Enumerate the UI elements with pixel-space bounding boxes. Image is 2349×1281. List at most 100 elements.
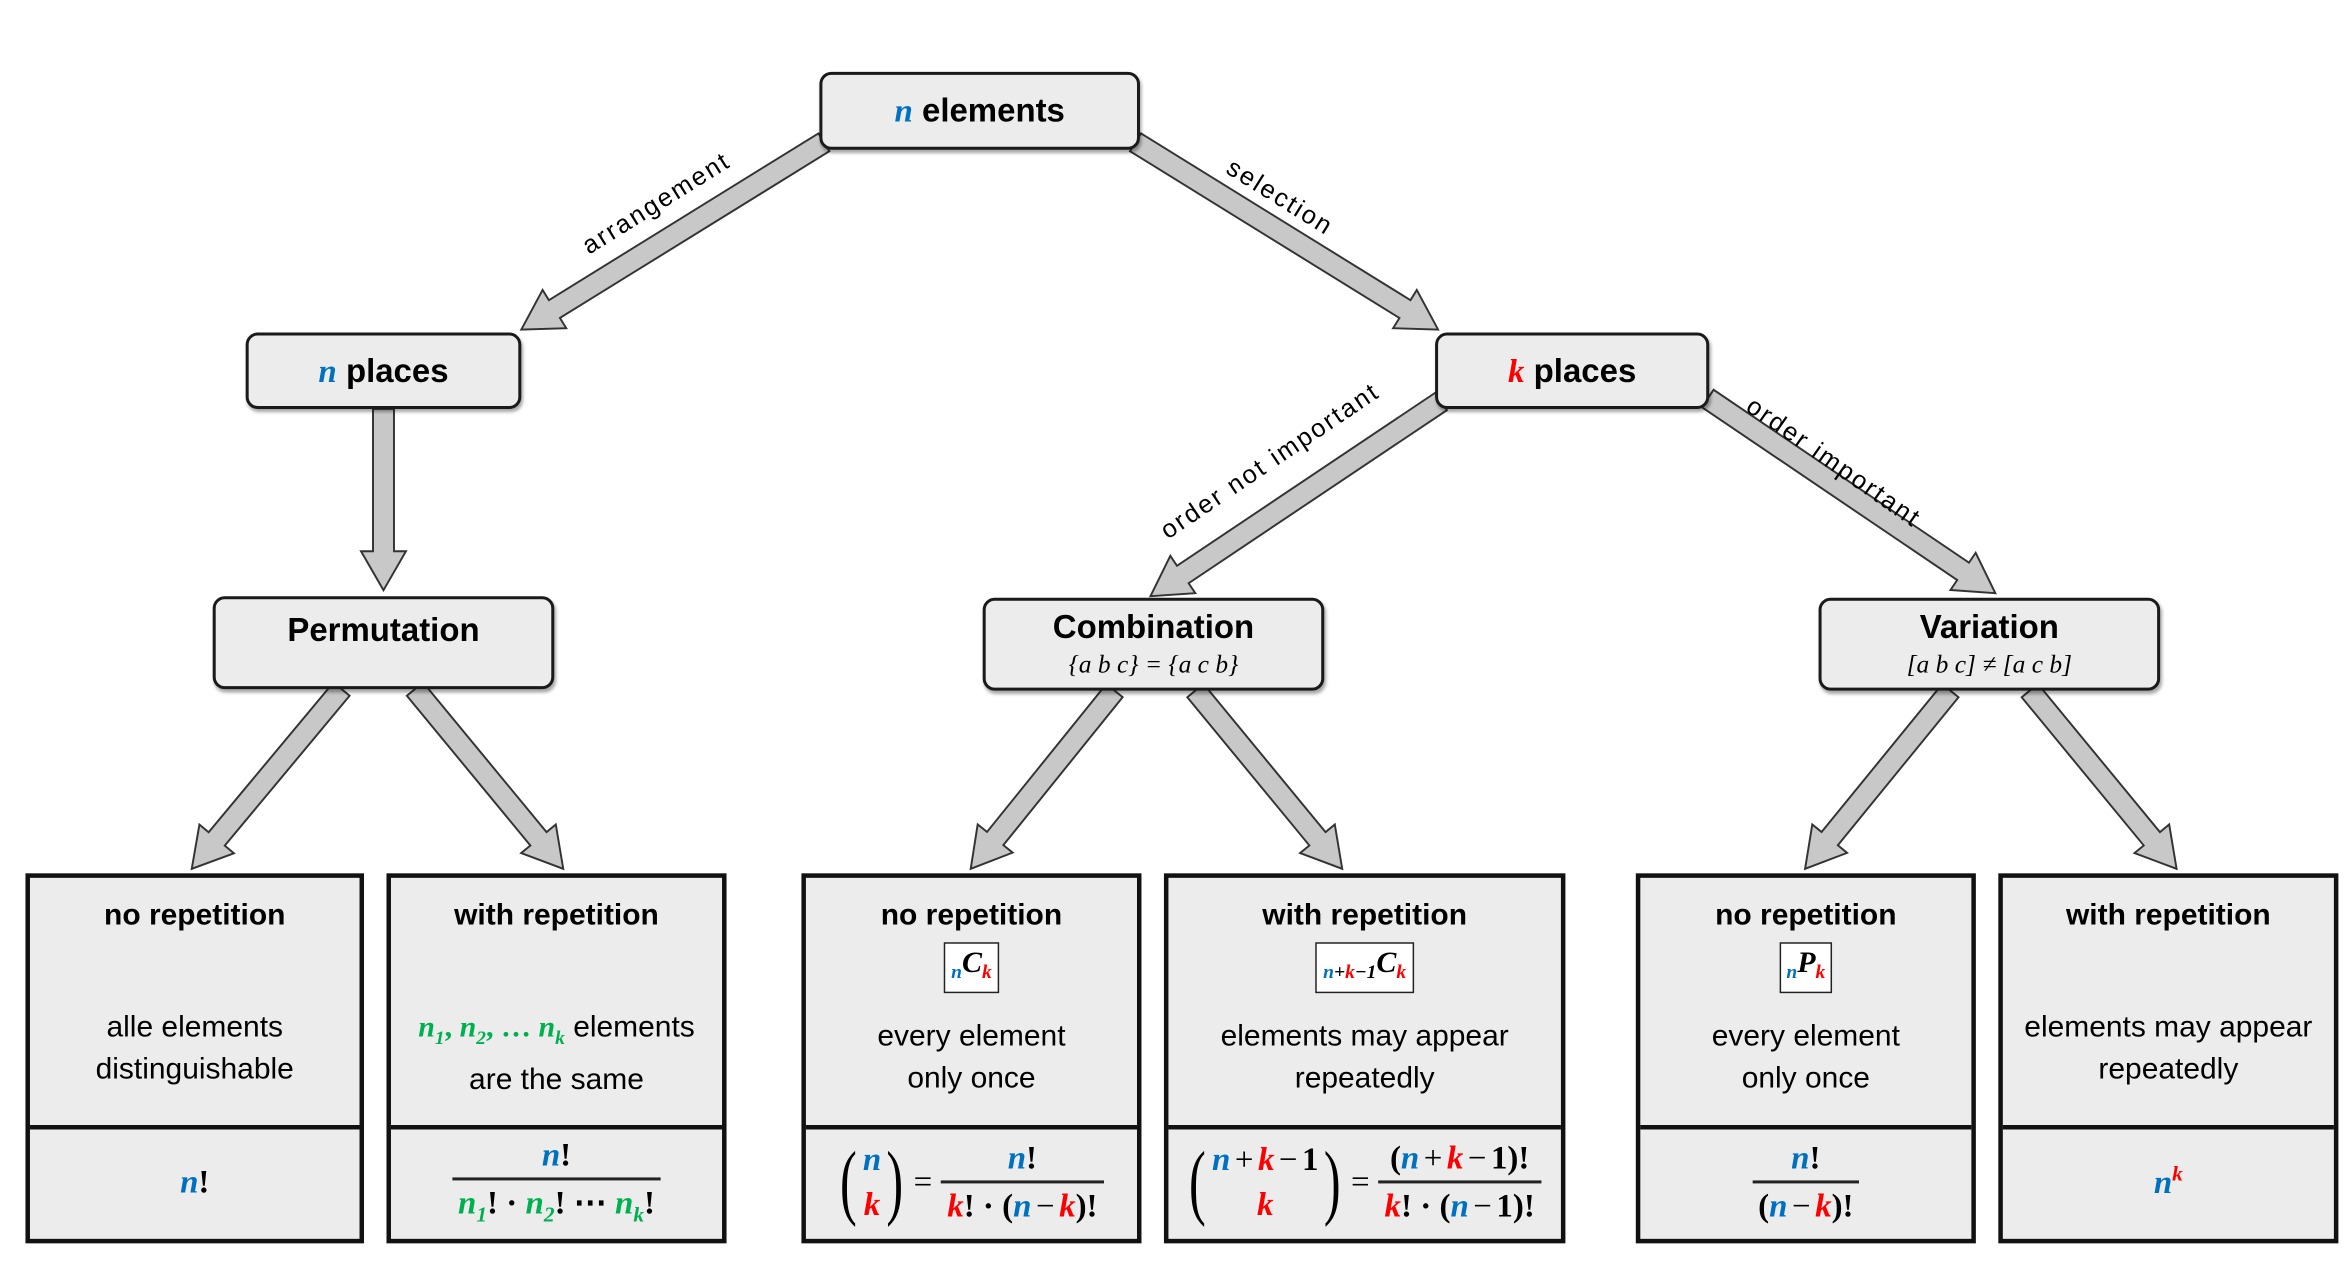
binomial-top: n+k−1 [1212,1137,1318,1182]
description-line: repeatedly [2003,1049,2334,1091]
node-subtitle: [a b c] ≠ [a c b] [1906,650,2073,679]
math-token: = [913,1162,933,1200]
math-token: n1 [457,1183,488,1228]
math-token: n [1769,1186,1788,1224]
arrow-comb-no-rep [969,682,1125,871]
math-token: n [951,960,962,983]
math-token: k [1345,960,1355,983]
description-text: every element only once [806,1016,1137,1100]
arrow-perm-with-rep [405,681,565,871]
cell-formula: nk [2003,1125,2334,1239]
arrow-selection [1128,132,1440,331]
math-token: C [1376,946,1397,980]
description-line: alle elements [30,1007,360,1049]
math-token: n2 [459,1011,487,1049]
node-subtitle: {a b c} = {a c b} [1068,650,1239,679]
notation-box: n+k−1Ck [1315,942,1414,994]
math-token: k [1815,960,1826,983]
arrow-order-important [1700,388,1997,595]
math-token: k [1446,1138,1464,1176]
description-words: only once [907,1062,1036,1096]
node-title: Combination [1052,608,1255,646]
math-token: k [1384,1186,1402,1224]
math-token: n [180,1162,199,1200]
math-token: nk [614,1183,645,1228]
math-token: k [863,1184,881,1223]
subscript: 2 [476,1026,487,1049]
description-words: every element [877,1020,1066,1054]
denominator: (n−k)! [1752,1180,1860,1225]
description-line: elements may appear [2003,1007,2334,1049]
node-title: Permutation [287,611,480,649]
left-paren: ( [840,1135,858,1229]
numerator: (n+k−1)! [1384,1138,1535,1180]
math-token: nk [538,1011,565,1049]
math-token: − [1278,1139,1298,1178]
description-text: elements may appear repeatedly [1168,1016,1560,1100]
description-text: n1, n2, … nk elements are the same [391,1007,722,1101]
cell-title: no repetition [880,898,1063,932]
math-token: k [1257,1139,1275,1178]
math-token: n [1400,1138,1420,1176]
math-token: n [1786,960,1798,983]
math-token: )! [1075,1186,1098,1224]
denominator: n1! · n2! ⋯ nk! [451,1177,662,1229]
math-token: ! [1809,1138,1821,1176]
math-token: ( [1758,1186,1770,1224]
cell-title: with repetition [2065,898,2271,932]
math-token: n [1323,960,1335,983]
binomial-bottom: k [864,1182,880,1227]
math-token: n [1013,1186,1032,1224]
arrow-var-no-rep [1803,682,1960,871]
math-token: n [862,1139,882,1178]
node-k-places: k places [1435,332,1710,409]
notation-box: nPk [1778,942,1833,994]
var-n: n [894,91,913,129]
description-words: elements [573,1011,695,1045]
node-title: Variation [1919,608,2059,646]
math-token: = [1350,1162,1370,1200]
math-token: − [1467,1138,1487,1176]
description-line: n1, n2, … nk elements [391,1007,722,1059]
math-token: ! · ( [963,1186,1014,1224]
description-line: distinguishable [30,1049,360,1091]
description-line: only once [1640,1058,1971,1100]
description-words: elements may appear [1220,1020,1509,1054]
math-token: − [1791,1186,1811,1224]
description-words: repeatedly [1294,1062,1435,1096]
arrow-var-with-rep [2020,682,2178,871]
math-token: C [961,946,982,980]
cell-description: with repetition n1, n2, … nk elements are … [390,878,723,1130]
math-token: n [541,1135,561,1173]
math-token: ! [560,1135,572,1173]
math-token: + [1423,1138,1443,1176]
numerator: n! [1785,1138,1826,1180]
math-token: −1 [1354,960,1377,983]
subscript: k [633,1203,645,1228]
subscript: 1 [434,1026,445,1049]
math-token: n [1450,1186,1469,1224]
arrow-order-not-important [1148,391,1449,598]
math-token: ! · [487,1183,526,1221]
denominator: k! · (n−k)! [941,1180,1104,1225]
description-line: every element [1640,1016,1971,1058]
arrow-perm-no-rep [190,680,351,871]
node-label: places [345,351,449,389]
description-words: are the same [469,1063,644,1097]
cell-title: with repetition [454,898,659,932]
superscript: k [2172,1162,2183,1187]
math-token: , [444,1011,460,1045]
numerator: n! [1002,1138,1043,1180]
math-token: 1)! [1496,1186,1535,1224]
right-paren: ) [886,1135,904,1229]
